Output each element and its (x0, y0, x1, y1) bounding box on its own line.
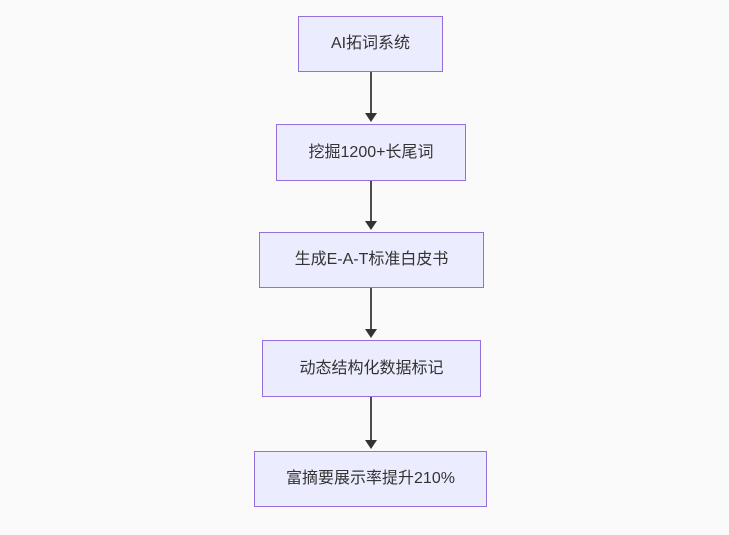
arrow-down-icon (365, 440, 377, 449)
flowchart-edge-c-d (364, 288, 378, 338)
flowchart-node-structured-data-markup: 动态结构化数据标记 (262, 340, 481, 397)
edge-line (370, 181, 372, 223)
arrow-down-icon (365, 221, 377, 230)
edge-line (370, 288, 372, 331)
edge-line (370, 72, 372, 115)
flowchart-node-longtail-keywords: 挖掘1200+长尾词 (276, 124, 466, 181)
node-label: 挖掘1200+长尾词 (308, 143, 434, 161)
edge-line (370, 397, 372, 442)
flowchart-edge-d-e (364, 397, 378, 449)
flowchart-node-eat-whitepaper: 生成E-A-T标准白皮书 (259, 232, 484, 288)
node-label: AI拓词系统 (330, 35, 411, 53)
flowchart-node-ai-keyword-system: AI拓词系统 (298, 16, 443, 72)
arrow-down-icon (365, 113, 377, 122)
arrow-down-icon (365, 329, 377, 338)
flowchart-edge-b-c (364, 181, 378, 230)
node-label: 富摘要展示率提升210% (286, 470, 455, 488)
node-label: 动态结构化数据标记 (299, 359, 444, 377)
node-label: 生成E-A-T标准白皮书 (294, 251, 449, 269)
flowchart-node-rich-snippet-rate: 富摘要展示率提升210% (254, 451, 487, 507)
flowchart-edge-a-b (364, 72, 378, 122)
